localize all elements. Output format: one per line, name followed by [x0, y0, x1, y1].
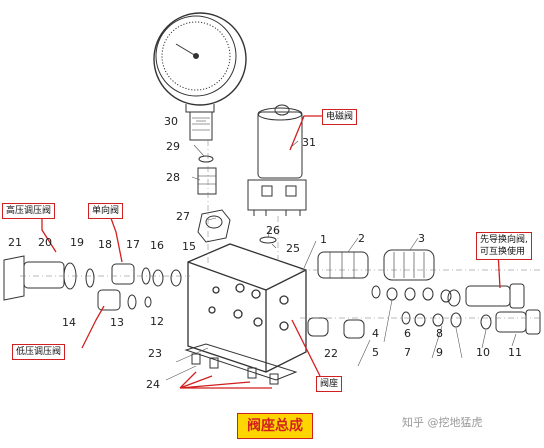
reversing-valve-upper [465, 283, 525, 309]
callout-solenoid: 电磁阀 [322, 109, 358, 125]
label-20: 20 [38, 236, 52, 249]
adapter-28 [197, 167, 217, 195]
low-pressure-valve [97, 289, 152, 311]
callout-seat: 阀座 [316, 376, 343, 392]
callout-low-pressure: 低压调压阀 [12, 344, 66, 360]
diagram-title: 阀座总成 [237, 413, 313, 439]
part-labels: 30 29 28 27 31 26 25 1 2 3 21 20 19 18 1… [8, 115, 522, 391]
seal-rings [371, 285, 492, 330]
label-4: 4 [372, 327, 379, 340]
label-7: 7 [404, 346, 411, 359]
label-1: 1 [320, 233, 327, 246]
pressure-gauge [153, 12, 247, 141]
label-18: 18 [98, 238, 112, 251]
label-11: 11 [508, 346, 522, 359]
base-plate [184, 343, 298, 381]
label-10: 10 [476, 346, 490, 359]
washer-29 [198, 155, 214, 163]
valve-block [187, 243, 307, 373]
label-30: 30 [164, 115, 178, 128]
label-2: 2 [358, 232, 365, 245]
label-26: 26 [266, 224, 280, 237]
label-19: 19 [70, 236, 84, 249]
callout-reversing-line2: 可互换使用 [480, 247, 526, 257]
callout-check-valve: 单向阀 [88, 203, 124, 219]
label-13: 13 [110, 316, 124, 329]
label-9: 9 [436, 346, 443, 359]
check-valve [111, 263, 182, 287]
label-23: 23 [148, 347, 162, 360]
callout-high-pressure: 高压调压阀 [2, 203, 56, 219]
label-5: 5 [372, 346, 379, 359]
label-17: 17 [126, 238, 140, 251]
label-25: 25 [286, 242, 300, 255]
label-21: 21 [8, 236, 22, 249]
bolts-24 [191, 353, 279, 385]
label-28: 28 [166, 171, 180, 184]
solenoid-valve [247, 104, 307, 216]
high-pressure-valve [3, 255, 95, 301]
cartridge-3 [383, 249, 435, 281]
watermark: 知乎 @挖地猛虎 [402, 416, 483, 429]
label-12: 12 [150, 315, 164, 328]
label-22: 22 [324, 347, 338, 360]
cartridge-2 [317, 251, 369, 279]
label-31: 31 [302, 136, 316, 149]
label-24: 24 [146, 378, 160, 391]
label-15: 15 [182, 240, 196, 253]
label-14: 14 [62, 316, 76, 329]
nut-27 [197, 209, 231, 243]
plug-22 [307, 317, 365, 339]
label-6: 6 [404, 327, 411, 340]
callout-reversing-valve: 先导换向阀, 可互换使用 [476, 232, 532, 260]
label-8: 8 [436, 327, 443, 340]
callout-reversing-line1: 先导换向阀, [480, 235, 528, 245]
reversing-valve-lower [495, 309, 541, 335]
label-16: 16 [150, 239, 164, 252]
label-3: 3 [418, 232, 425, 245]
label-29: 29 [166, 140, 180, 153]
label-27: 27 [176, 210, 190, 223]
